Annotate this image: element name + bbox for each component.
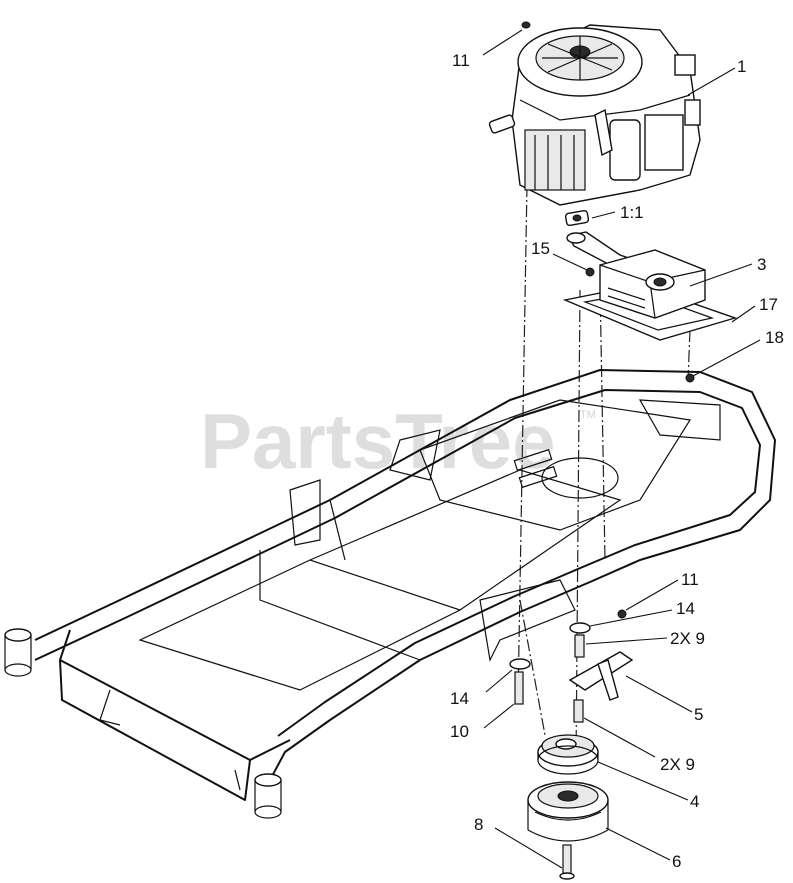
watermark-text: PartsTree bbox=[200, 397, 556, 485]
caster-cup-left bbox=[4, 628, 32, 642]
bolt-9-top bbox=[574, 634, 585, 658]
callout-4: 4 bbox=[690, 792, 699, 811]
fasteners bbox=[585, 267, 695, 619]
mower-frame bbox=[4, 369, 776, 819]
muffler bbox=[599, 249, 706, 319]
washer-14-right bbox=[569, 622, 591, 634]
callout-15: 15 bbox=[531, 239, 550, 258]
bolt-15 bbox=[585, 267, 595, 277]
callout-17: 17 bbox=[759, 295, 778, 314]
bolt-9-bottom bbox=[573, 699, 584, 723]
watermark-tm: TM bbox=[580, 409, 596, 421]
callouts: 11 1 1:1 15 3 17 18 11 14 2X 9 14 5 10 2… bbox=[450, 51, 784, 871]
callout-1: 1 bbox=[737, 57, 746, 76]
callout-1-1: 1:1 bbox=[620, 203, 644, 222]
callout-11-top: 11 bbox=[452, 51, 470, 70]
callout-8: 8 bbox=[474, 815, 483, 834]
leader-lines bbox=[482, 29, 761, 869]
callout-14-right: 14 bbox=[676, 599, 695, 618]
callout-11-bottom: 11 bbox=[681, 570, 699, 589]
washer-14-left bbox=[509, 658, 531, 670]
callout-3: 3 bbox=[757, 255, 766, 274]
watermark: PartsTree TM bbox=[200, 397, 596, 485]
callout-5: 5 bbox=[694, 705, 703, 724]
lower-mount-hardware bbox=[509, 622, 591, 723]
callout-6: 6 bbox=[672, 852, 681, 871]
engine bbox=[488, 21, 701, 206]
callout-2x9-bottom: 2X 9 bbox=[660, 755, 695, 774]
bracket bbox=[568, 651, 634, 701]
electric-clutch bbox=[527, 781, 609, 842]
bolt-8 bbox=[559, 844, 575, 880]
nut-18 bbox=[685, 373, 695, 383]
pulley bbox=[537, 734, 599, 775]
callout-18: 18 bbox=[765, 328, 784, 347]
caster-cup-right bbox=[254, 773, 282, 787]
exhaust-gasket bbox=[564, 209, 590, 227]
bolt-10 bbox=[514, 671, 524, 705]
callout-2x9-top: 2X 9 bbox=[670, 629, 705, 648]
nut-11-bottom bbox=[617, 609, 627, 619]
callout-10: 10 bbox=[450, 722, 469, 741]
callout-14-left: 14 bbox=[450, 689, 469, 708]
